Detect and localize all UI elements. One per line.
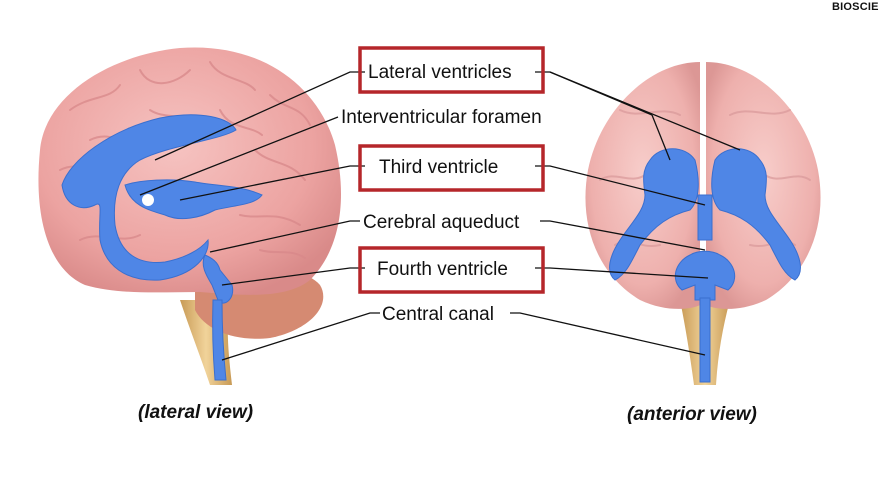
anterior-view-brain [585, 62, 821, 385]
watermark-text: BIOSCIE [832, 1, 879, 13]
leader-third-ventricle-right [535, 165, 706, 206]
leader-fourth-ventricle-right [535, 267, 709, 279]
highlight-box-fourth-ventricle [358, 246, 545, 294]
anterior-right-lateral-ventricle [711, 148, 801, 281]
lateral-ventricle-system [61, 114, 263, 381]
leader-lateral-ventricles-right3 [549, 71, 653, 116]
leader-central-canal-right [510, 312, 706, 356]
highlight-box-lateral-ventricles [358, 46, 545, 94]
leader-cerebral-aqueduct-left [209, 220, 360, 253]
anterior-central-canal [699, 297, 711, 383]
label-cerebral-aqueduct: Cerebral aqueduct [363, 212, 520, 233]
lateral-view-brain [38, 47, 342, 385]
leader-central-canal-left [221, 312, 380, 361]
leader-cerebral-aqueduct-right [540, 220, 706, 251]
anterior-left-hemisphere [585, 62, 700, 309]
caption-anterior-view: (anterior view) [627, 404, 757, 425]
view-captions: (lateral view) (anterior view) [138, 402, 757, 425]
label-central-canal: Central canal [382, 304, 494, 325]
anterior-third-ventricle [697, 194, 713, 241]
leader-lateral-ventricles-right2 [651, 114, 671, 161]
label-lateral-ventricles: Lateral ventricles [368, 62, 512, 83]
highlight-boxes [358, 46, 545, 294]
leader-interventricular-foramen [139, 116, 339, 196]
anterior-left-lateral-ventricle [609, 148, 699, 281]
structure-labels: Lateral ventricles Interventricular fora… [341, 62, 542, 325]
label-third-ventricle: Third ventricle [379, 157, 498, 178]
anterior-ventricle-system [609, 148, 801, 383]
third-ventricle-shape [124, 179, 263, 220]
label-interventricular-foramen: Interventricular foramen [341, 107, 542, 128]
label-fourth-ventricle: Fourth ventricle [377, 259, 508, 280]
caption-lateral-view: (lateral view) [138, 402, 253, 423]
highlight-box-third-ventricle [358, 144, 545, 192]
fourth-ventricle-shape [202, 254, 234, 304]
leader-lines [139, 71, 741, 361]
lateral-ventricle-body [61, 114, 237, 281]
